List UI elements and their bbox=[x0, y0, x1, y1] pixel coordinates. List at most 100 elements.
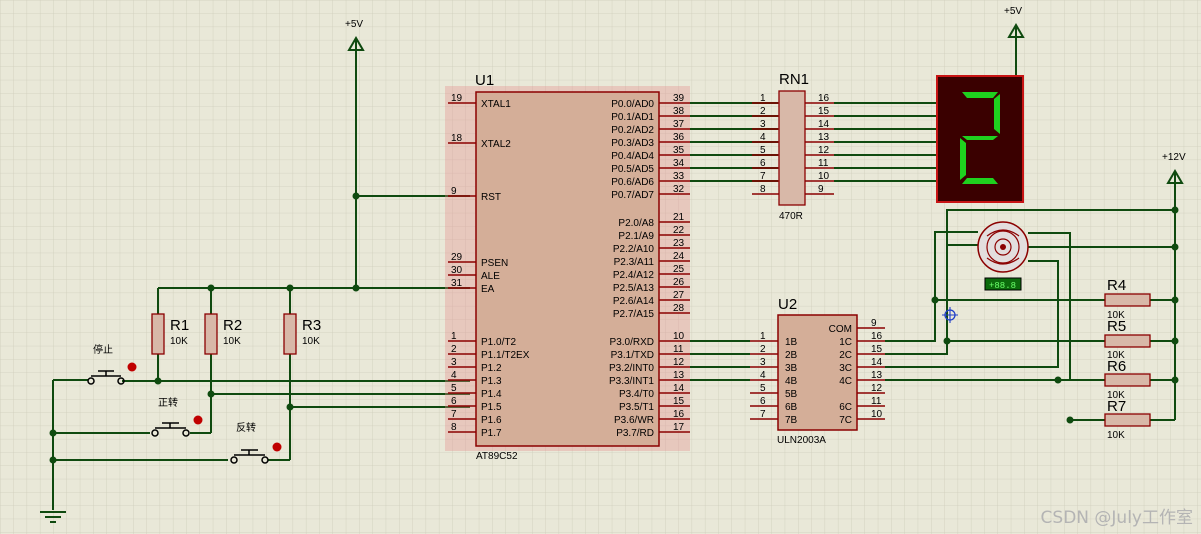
chip-u1[interactable]: U1 AT89C52 19XTAL118XTAL29RST29PSEN30ALE… bbox=[445, 72, 690, 462]
u1-pin-label: XTAL1 bbox=[481, 99, 511, 110]
rn1-pin-8[interactable]: 8 bbox=[752, 184, 779, 195]
rn1-pin-5[interactable]: 5 bbox=[752, 145, 779, 156]
rn1-pin-2[interactable]: 2 bbox=[752, 106, 779, 117]
resistor-r4[interactable]: R4 10K bbox=[1104, 277, 1151, 321]
rn1-pin-7[interactable]: 7 bbox=[752, 171, 779, 182]
u2-part: ULN2003A bbox=[777, 435, 826, 446]
u2-pin-7[interactable]: 77B bbox=[750, 409, 798, 426]
resistor-r1[interactable]: R1 10K bbox=[151, 313, 189, 355]
u1-pin-label: PSEN bbox=[481, 258, 508, 269]
rn1-pin-3[interactable]: 3 bbox=[752, 119, 779, 130]
u2-pin-3[interactable]: 33B bbox=[750, 357, 798, 374]
u2-pin-number: 10 bbox=[871, 409, 883, 420]
u1-pin-1[interactable]: 1P1.0/T2 bbox=[448, 331, 516, 348]
resistor-r2[interactable]: R2 10K bbox=[204, 313, 242, 355]
rn1-pin-number: 8 bbox=[760, 184, 766, 195]
u2-pin-label: 2B bbox=[785, 350, 798, 361]
u2-pin-1[interactable]: 11B bbox=[750, 331, 798, 348]
r7-value: 10K bbox=[1107, 430, 1125, 441]
u1-pin-3[interactable]: 3P1.2 bbox=[448, 357, 502, 374]
u1-pin-4[interactable]: 4P1.3 bbox=[448, 370, 502, 387]
u2-pin-2[interactable]: 2 2B bbox=[750, 344, 798, 361]
u1-pin-8[interactable]: 8P1.7 bbox=[448, 422, 502, 439]
ground-symbol[interactable] bbox=[40, 380, 66, 523]
rn1-pin-14[interactable]: 14 bbox=[805, 119, 834, 130]
u1-pin-7[interactable]: 7P1.6 bbox=[448, 409, 502, 426]
u1-pin-2[interactable]: 2P1.1/T2EX bbox=[448, 344, 530, 361]
rn1-pin-16[interactable]: 16 bbox=[805, 93, 834, 104]
rn1-pin-1[interactable]: 1 bbox=[752, 93, 779, 104]
vcc-5v-left[interactable]: +5V bbox=[345, 19, 365, 196]
probe-marker[interactable] bbox=[942, 307, 958, 323]
vcc-5v-right[interactable]: +5V bbox=[1004, 6, 1025, 75]
resistor-r5[interactable]: R5 10K bbox=[1104, 318, 1151, 361]
rn1-pin-12[interactable]: 12 bbox=[805, 145, 834, 156]
resistor-r3[interactable]: R3 10K bbox=[283, 313, 321, 355]
seven-segment-display[interactable] bbox=[936, 75, 1024, 203]
u2-pin-4[interactable]: 44B bbox=[750, 370, 798, 387]
rn1-pin-11[interactable]: 11 bbox=[805, 158, 834, 169]
u1-pin-number: 10 bbox=[673, 331, 685, 342]
rn1-pin-6[interactable]: 6 bbox=[752, 158, 779, 169]
button-forward[interactable]: 正转 bbox=[151, 396, 203, 437]
button-stop[interactable]: 停止 bbox=[87, 343, 137, 385]
resistor-r7[interactable]: R7 10K bbox=[1104, 398, 1151, 441]
u1-pin-5[interactable]: 5P1.4 bbox=[448, 383, 502, 400]
rn1-pin-15[interactable]: 15 bbox=[805, 106, 834, 117]
rn1-pin-number: 11 bbox=[818, 158, 829, 169]
rn1-pin-13[interactable]: 13 bbox=[805, 132, 834, 143]
rn1-pin-10[interactable]: 10 bbox=[805, 171, 834, 182]
u2-pin-6[interactable]: 66B bbox=[750, 396, 798, 413]
stepper-motor[interactable]: +88.8 bbox=[977, 221, 1029, 291]
u1-pin-6[interactable]: 6P1.5 bbox=[448, 396, 502, 413]
resistor-r6[interactable]: R6 10K bbox=[1104, 358, 1151, 401]
rn1-pin-9[interactable]: 9 bbox=[805, 184, 834, 195]
u2-pin-number: 2 bbox=[760, 344, 766, 355]
u2-pin-5[interactable]: 55B bbox=[750, 383, 798, 400]
u1-pin-number: 39 bbox=[673, 93, 685, 104]
u1-pin-label: P2.4/A12 bbox=[613, 270, 655, 281]
button-reverse[interactable]: 反转 bbox=[230, 421, 282, 464]
u2-pin-12[interactable]: 12 bbox=[857, 383, 885, 394]
rn1-pin-4[interactable]: 4 bbox=[752, 132, 779, 143]
